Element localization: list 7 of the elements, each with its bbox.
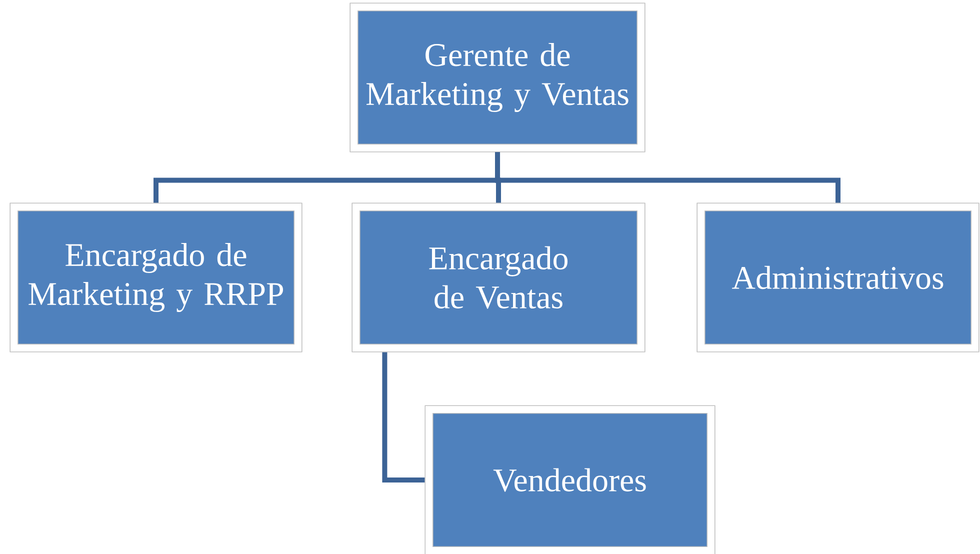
connector-line [495, 152, 840, 203]
org-box: Encargado de Ventas [352, 202, 646, 352]
org-box: Administrativos [696, 202, 980, 352]
org-box: Vendedores [424, 405, 716, 554]
connector-line [382, 352, 425, 482]
org-box: Encargado de Marketing y RRPP [10, 202, 302, 352]
org-box: Gerente de Marketing y Ventas [350, 2, 646, 152]
